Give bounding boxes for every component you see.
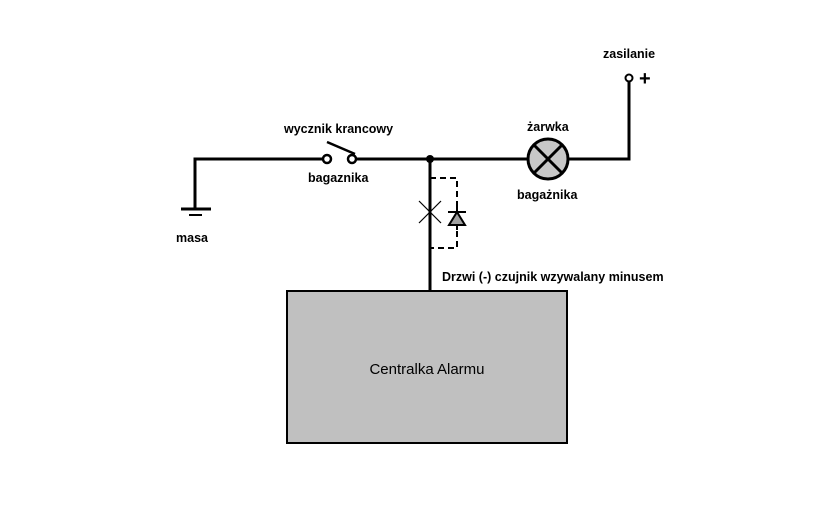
- lamp-label-top: żarwka: [527, 120, 570, 134]
- wire-lamp-to-supply: [568, 82, 631, 161]
- door-sensor-icon: [418, 200, 442, 224]
- ground-icon: [181, 207, 211, 216]
- lamp-icon: [526, 137, 570, 181]
- switch-label-bottom: bagaznika: [308, 171, 369, 185]
- junction-dot: [426, 155, 434, 163]
- alarm-unit-label: Centralka Alarmu: [369, 361, 484, 378]
- door-sensor-label: Drzwi (-) czujnik wzywalany minusem: [442, 270, 664, 284]
- supply-label: zasilanie: [603, 47, 655, 61]
- limit-switch-icon: [321, 140, 358, 165]
- switch-label-top: wycznik krancowy: [283, 122, 393, 136]
- lamp-label-bottom: bagażnika: [517, 188, 578, 202]
- alarm-unit-box: [286, 290, 568, 444]
- supply-terminal-icon: [624, 73, 634, 83]
- diode-icon: [447, 205, 467, 230]
- wire-ground: [193, 157, 323, 209]
- ground-label: masa: [176, 231, 209, 245]
- plus-sign: +: [639, 68, 651, 90]
